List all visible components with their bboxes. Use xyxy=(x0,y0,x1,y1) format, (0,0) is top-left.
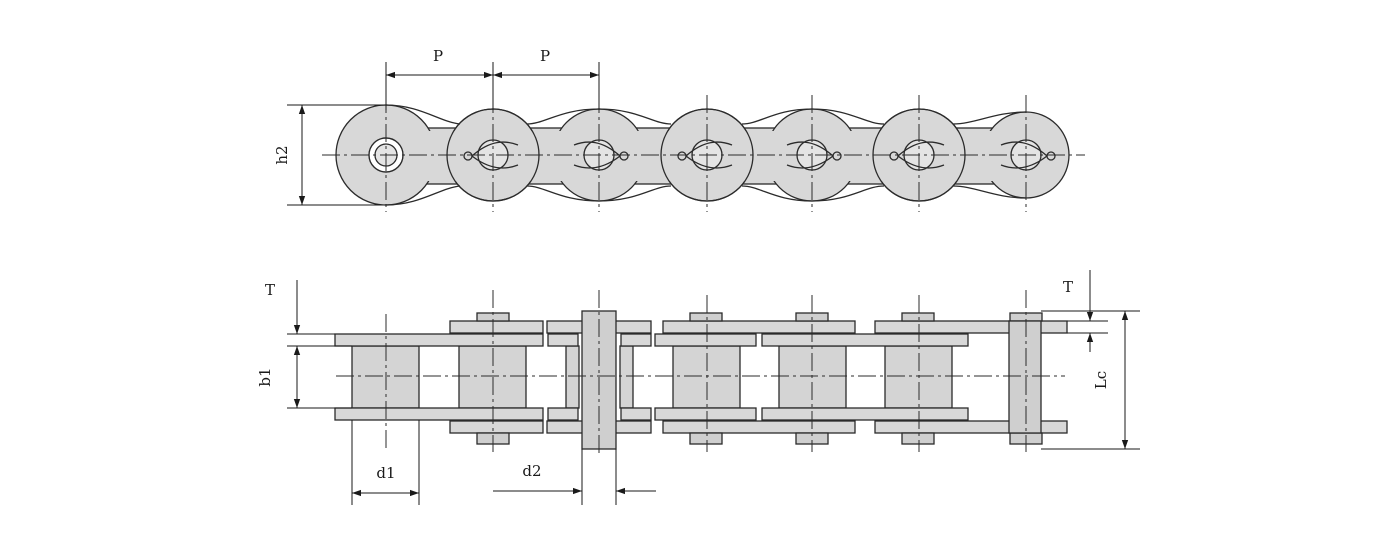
pin-diameter-dimension: d2 xyxy=(493,449,656,505)
inner-width-label: b1 xyxy=(256,367,274,386)
plate-thickness-dimension-right: T xyxy=(1063,270,1108,352)
inner-width-dimension: b1 xyxy=(256,346,352,409)
cotter-pins xyxy=(463,141,1056,169)
pitch-label: P xyxy=(540,47,550,65)
plate-height-label: h2 xyxy=(273,145,291,164)
pin-length-label: Lc xyxy=(1092,371,1110,389)
inner-plate xyxy=(334,333,544,347)
end-pin xyxy=(1008,320,1042,434)
chain-top-view xyxy=(322,95,1085,212)
roller-diameter-dimension: d1 xyxy=(351,420,420,505)
pitch-dimension: P P xyxy=(385,47,600,110)
roller-diameter-label: d1 xyxy=(376,464,395,482)
plate-thickness-dimension: T xyxy=(265,280,352,366)
plate-thickness-label-right: T xyxy=(1063,278,1073,296)
pin-diameter-label: d2 xyxy=(522,462,541,480)
outer-plate xyxy=(449,320,544,334)
chain-section-view xyxy=(334,290,1068,455)
plate-height-dimension: h2 xyxy=(273,104,386,206)
outer-plate xyxy=(449,420,544,434)
pitch-label: P xyxy=(433,47,443,65)
pin-length-dimension: Lc xyxy=(1041,310,1140,450)
plate-thickness-label: T xyxy=(265,281,275,299)
inner-plate xyxy=(334,407,544,421)
